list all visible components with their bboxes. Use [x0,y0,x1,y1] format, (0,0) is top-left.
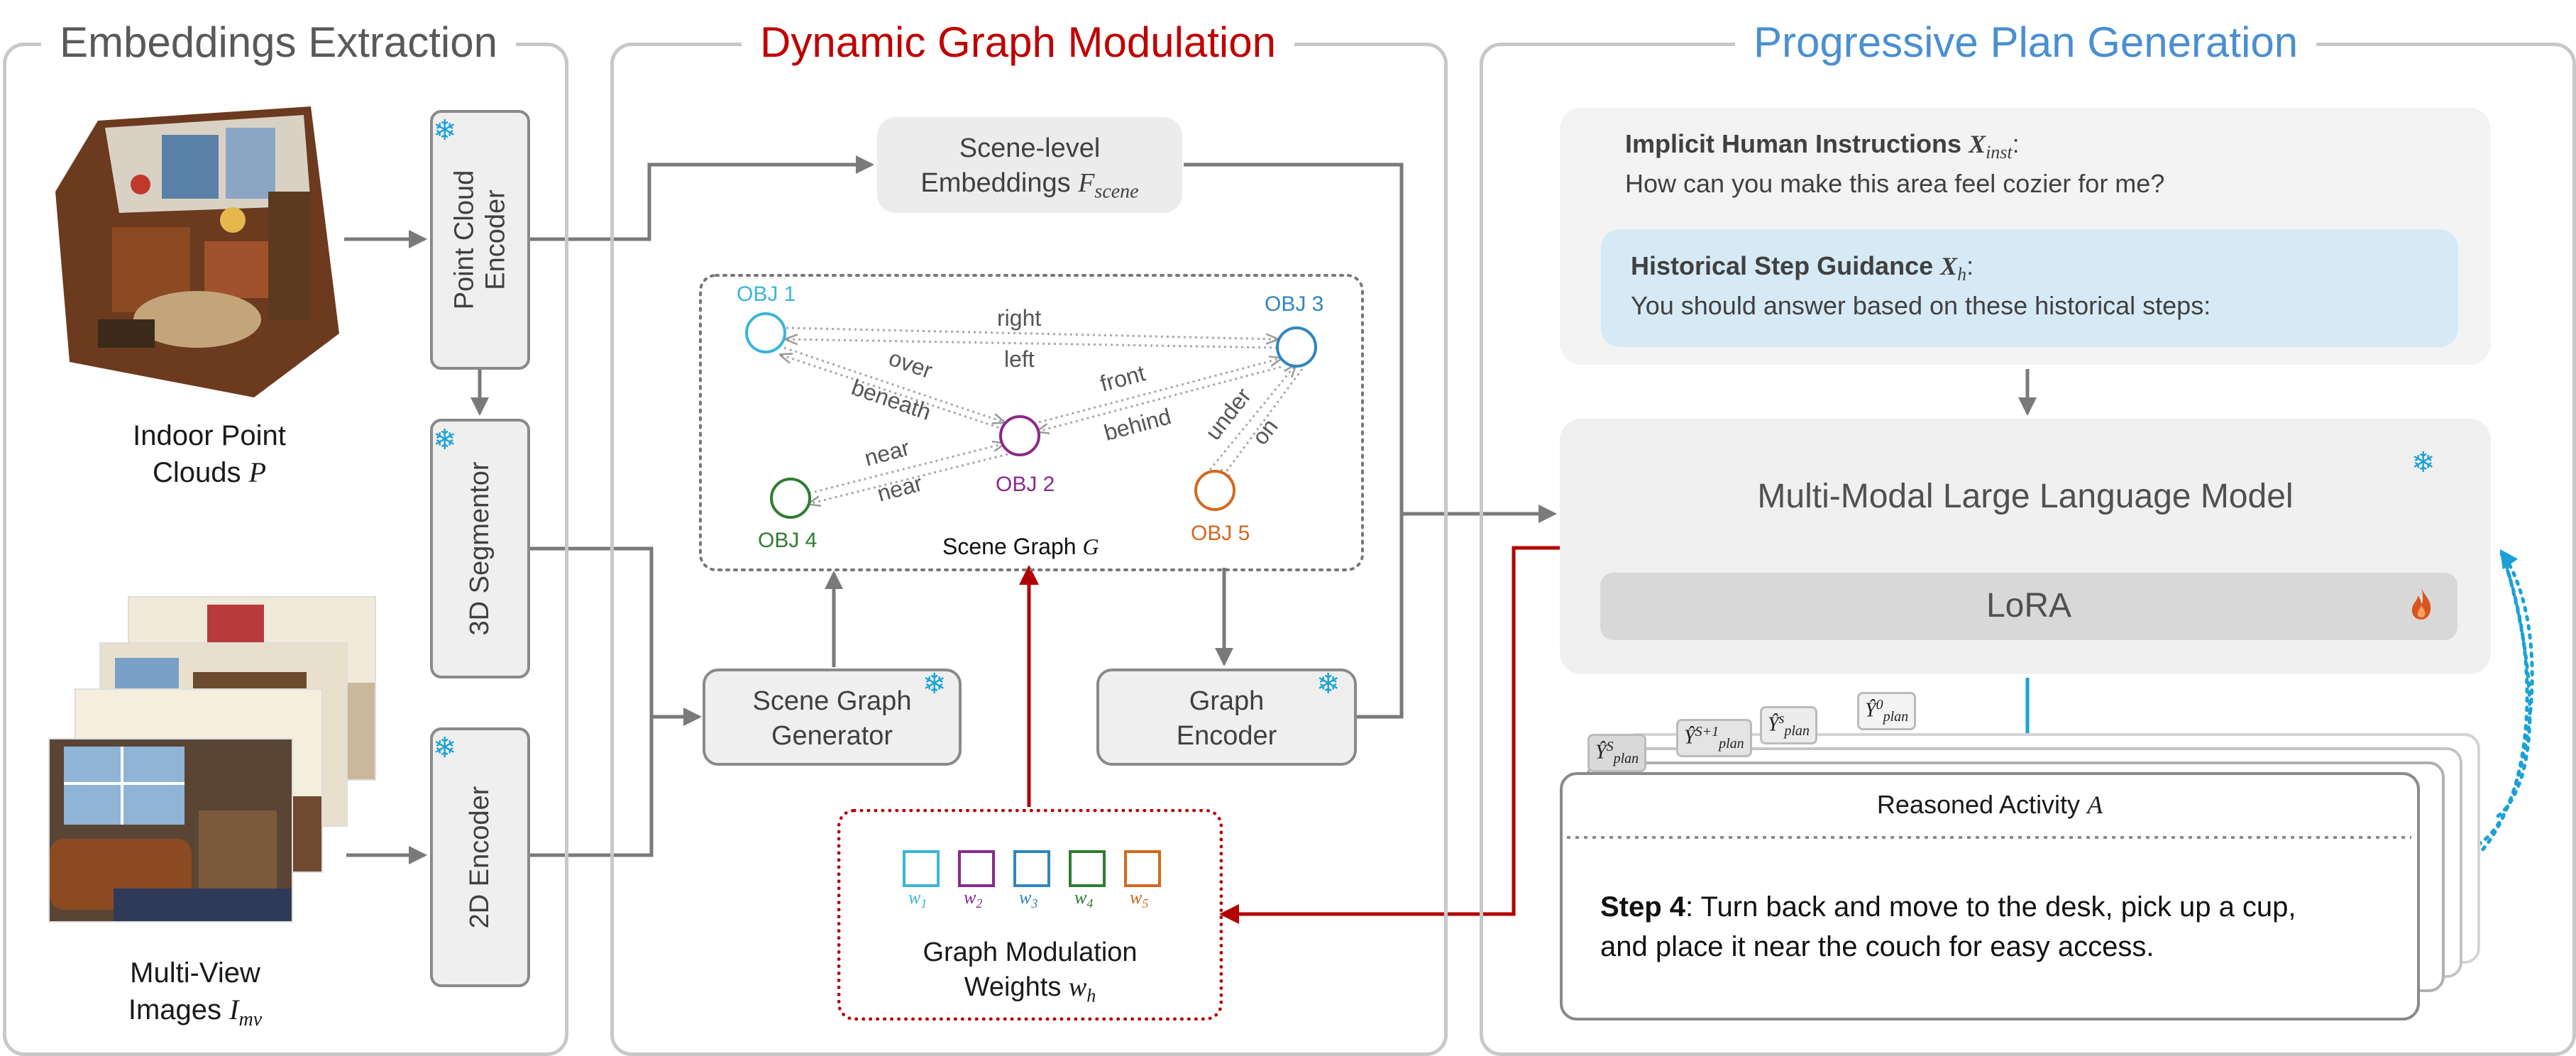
obj-2-node [999,415,1040,456]
graph-modulation-weights-label: Graph Modulation Weights wh [923,937,1138,1006]
obj-4-node [770,478,811,519]
mllm-label: Multi-Modal Large Language Model [1757,478,2294,515]
lora-box [1600,573,2457,640]
weight-square-5 [1124,850,1161,887]
obj-3-node [1276,326,1317,368]
lora-label: LoRA [1986,587,2072,625]
obj-4-label: OBJ 4 [758,529,818,552]
obj-1-label: OBJ 1 [737,282,796,306]
snowflake-icon: ❄ [1316,668,1341,700]
plan-tag-0: Ŷ0plan [1857,692,1917,730]
obj-5-node [1194,470,1235,511]
plan-tag-s: Ŷsplan [1760,706,1817,744]
dynamic-graph-modulation-title: Dynamic Graph Modulation [742,21,1295,64]
multiview-image-front [48,738,293,923]
plan-tag-S-plus-1: ŶS+1plan [1676,719,1752,757]
weight-square-2 [958,850,995,887]
scene-level-embeddings: Scene-level Embeddings Fscene [877,117,1182,213]
implicit-instruction: Implicit Human Instructions Xinst: How c… [1625,129,2165,198]
reasoned-activity-card [1560,772,2420,1021]
weight-squares: w1 w2 w3 w4 w5 [901,850,1171,911]
weight-square-1 [903,850,940,887]
snowflake-icon: ❄ [433,732,457,764]
weight-square-3 [1013,850,1050,887]
historical-guidance-box [1601,229,2458,347]
obj-1-node [745,312,786,353]
step-text: Step 4: Turn back and move to the desk, … [1600,891,2296,962]
relation-label: right [997,305,1042,331]
embeddings-extraction-title: Embeddings Extraction [41,21,516,64]
progressive-plan-generation-title: Progressive Plan Generation [1735,21,2317,64]
multiview-label: Multi-View Images Imv [128,957,263,1030]
obj-5-label: OBJ 5 [1191,522,1250,545]
plan-tag-S: ŶSplan [1587,734,1647,772]
relation-label: left [1004,346,1035,372]
scene-graph-label: Scene Graph G [942,534,1099,559]
snowflake-icon: ❄ [2411,446,2435,479]
obj-3-label: OBJ 3 [1265,292,1324,316]
historical-guidance: Historical Step Guidance Xh: You should … [1631,251,2211,320]
snowflake-icon: ❄ [433,424,457,456]
2d-encoder: 2D Encoder [430,727,530,987]
reasoned-activity-label: Reasoned Activity A [1876,790,2103,819]
snowflake-icon: ❄ [433,114,457,147]
point-cloud-image [55,106,346,397]
3d-segmentor: 3D Segmentor [430,419,530,678]
graph-modulation-weights-box [837,809,1223,1021]
snowflake-icon: ❄ [923,668,947,700]
weight-square-4 [1069,850,1106,887]
obj-2-label: OBJ 2 [996,473,1055,496]
point-cloud-label: Indoor Point Clouds P [133,420,286,488]
fire-icon [2409,585,2433,621]
scene-graph-frame [699,274,1364,571]
